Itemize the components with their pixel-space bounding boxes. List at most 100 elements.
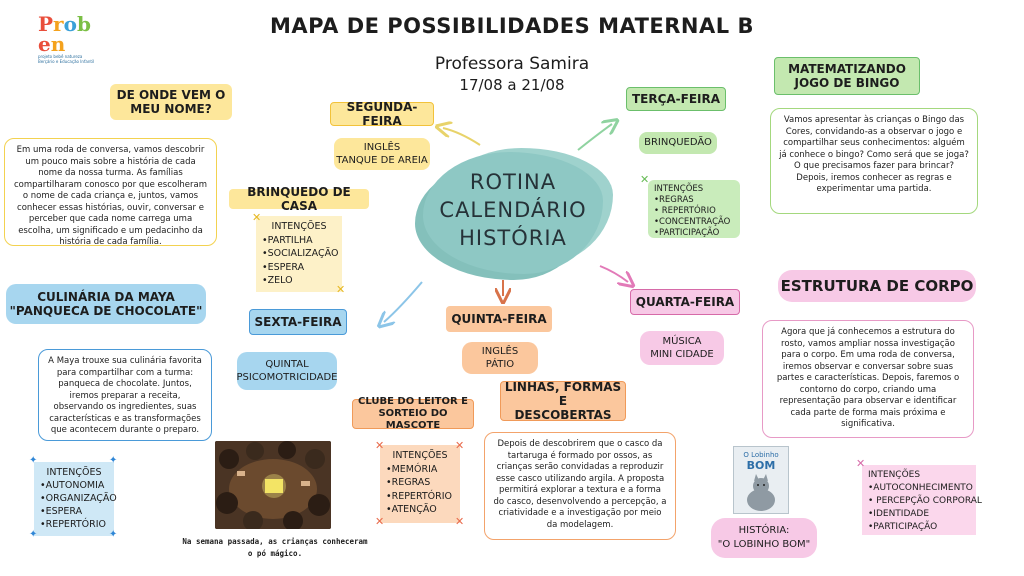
friday-activity-1: QUINTAL xyxy=(265,359,309,370)
center-blob xyxy=(423,152,603,274)
shapes-title-2: DESCOBERTAS xyxy=(514,408,612,422)
logo-letter: e xyxy=(38,32,51,56)
body-structure-title: ESTRUTURA DE CORPO xyxy=(778,270,976,302)
intent-item: •REGRAS xyxy=(654,195,694,205)
reading-club-intents: INTENÇÕES •MEMÓRIA •REGRAS •REPERTÓRIO •… xyxy=(380,445,460,523)
reading-club-title-2: SORTEIO DO MASCOTE xyxy=(378,408,448,431)
friday-activity-2: PSICOMOTRICIDADE xyxy=(236,372,338,383)
decor-x-icon: ✕ xyxy=(336,283,346,296)
arrow-to-tuesday xyxy=(577,124,612,151)
body-structure-intents: INTENÇÕES •AUTOCONHECIMENTO • PERCEPÇÃO … xyxy=(862,465,982,535)
shapes-title-1: LINHAS, FORMAS E xyxy=(504,380,622,408)
center-line-calendario: CALENDÁRIO xyxy=(439,198,587,222)
shapes-text: Depois de descobrirem que o casco da tar… xyxy=(484,432,676,540)
cooking-intent-title: INTENÇÕES xyxy=(46,467,102,478)
intent-item: •PARTICIPAÇÃO xyxy=(654,228,720,238)
name-origin-title-1: DE ONDE VEM O xyxy=(116,88,226,102)
cooking-title-2: "PANQUECA DE CHOCOLATE" xyxy=(9,304,203,318)
cooking-intents: INTENÇÕES •AUTONOMIA •ORGANIZAÇÃO •ESPER… xyxy=(34,462,117,536)
center-topics: ROTINA CALENDÁRIO HISTÓRIA xyxy=(423,168,603,252)
reading-club-title-1: CLUBE DO LEITOR E xyxy=(358,396,468,407)
bingo-text: Vamos apresentar às crianças o Bingo das… xyxy=(770,108,978,214)
story-label-1: HISTÓRIA: xyxy=(738,525,790,536)
logo-letter: r xyxy=(53,12,64,36)
reading-intent-title: INTENÇÕES xyxy=(392,450,448,461)
intent-item: •REPERTÓRIO xyxy=(40,519,107,530)
intent-item: •AUTONOMIA xyxy=(40,480,105,491)
body-structure-text: Agora que já conhecemos a estrutura do r… xyxy=(762,320,974,438)
logo-letter: n xyxy=(50,32,66,56)
decor-x-icon: ✕ xyxy=(455,515,465,528)
intent-item: •REGRAS xyxy=(386,477,431,488)
logo-letter: P xyxy=(38,12,54,36)
decor-x-icon: ✕ xyxy=(375,439,385,452)
intent-item: •ESPERA xyxy=(262,261,305,273)
intent-item: •ORGANIZAÇÃO xyxy=(40,493,117,504)
tuesday-label: TERÇA-FEIRA xyxy=(626,87,726,111)
week-dates: 17/08 a 21/08 xyxy=(459,76,565,94)
decor-x-icon: ✕ xyxy=(640,173,650,186)
tuesday-activity: BRINQUEDÃO xyxy=(639,132,717,154)
page-title: MAPA DE POSSIBILIDADES MATERNAL B xyxy=(270,14,754,38)
wednesday-activity-1: MÚSICA xyxy=(662,336,702,347)
intent-item: •ATENÇÃO xyxy=(386,504,437,515)
intent-item: •IDENTIDADE xyxy=(868,509,930,519)
logo-letter: b xyxy=(76,12,91,36)
intent-item: •PARTILHA xyxy=(262,234,313,246)
logo-tagline-2: Berçário e Educação Infantil xyxy=(38,59,95,64)
proben-logo: Prob en projeto bebê natureza Berçário e … xyxy=(38,12,98,64)
story-label: HISTÓRIA: "O LOBINHO BOM" xyxy=(711,518,817,558)
name-origin-title-2: MEU NOME? xyxy=(130,102,212,116)
intent-item: •ESPERA xyxy=(40,506,83,517)
monday-label: SEGUNDA-FEIRA xyxy=(330,100,434,128)
star-icon: ✦ xyxy=(29,455,38,466)
name-origin-text: Em uma roda de conversa, vamos descobrir… xyxy=(4,138,217,247)
children-photo xyxy=(215,441,331,529)
body-intent-title: INTENÇÕES xyxy=(868,470,921,480)
photo-caption-line-1: Na semana passada, as crianças conhecera… xyxy=(182,537,368,546)
story-label-2: "O LOBINHO BOM" xyxy=(717,539,811,550)
intent-item: • REPERTÓRIO xyxy=(654,206,716,216)
intent-item: •ZELO xyxy=(262,275,293,286)
photo-caption: Na semana passada, as crianças conhecera… xyxy=(160,536,390,560)
book-cover-title-2: BOM xyxy=(746,459,776,472)
tuesday-intents: INTENÇÕES •REGRAS • REPERTÓRIO •CONCENTR… xyxy=(648,180,740,238)
arrow-to-wednesday xyxy=(599,265,628,282)
center-line-rotina: ROTINA xyxy=(469,170,557,194)
monday-activity-2: TANQUE DE AREIA xyxy=(336,155,428,166)
decor-x-icon: ✕ xyxy=(375,515,385,528)
friday-label: SEXTA-FEIRA xyxy=(249,309,347,335)
intent-item: •CONCENTRAÇÃO xyxy=(654,217,731,227)
center-line-historia: HISTÓRIA xyxy=(459,226,567,250)
decor-x-icon: ✕ xyxy=(856,457,866,470)
bingo-title-1: MATEMATIZANDO xyxy=(788,62,906,76)
intent-item: •PARTICIPAÇÃO xyxy=(868,522,938,532)
intent-item: •MEMÓRIA xyxy=(386,463,438,475)
intent-item: • PERCEPÇÃO CORPORAL xyxy=(868,496,982,506)
home-toy-label: BRINQUEDO DE CASA xyxy=(229,185,369,213)
logo-letter: o xyxy=(63,12,77,36)
wednesday-label: QUARTA-FEIRA xyxy=(630,289,740,315)
book-cover-title-1: O Lobinho xyxy=(743,451,779,459)
arrow-to-monday xyxy=(443,128,481,146)
home-toy-intent-title: INTENÇÕES xyxy=(271,221,327,232)
logo-tagline: projeto bebê natureza xyxy=(38,54,83,59)
tuesday-intent-title: INTENÇÕES xyxy=(654,184,704,194)
thursday-label: QUINTA-FEIRA xyxy=(446,306,552,332)
intent-item: •AUTOCONHECIMENTO xyxy=(868,483,973,493)
photo-caption-line-2: o pó mágico. xyxy=(247,549,303,558)
cooking-title: CULINÁRIA DA MAYA"PANQUECA DE CHOCOLATE" xyxy=(6,284,206,324)
star-icon: ✦ xyxy=(29,529,38,540)
star-icon: ✦ xyxy=(109,529,118,540)
home-toy-intents: INTENÇÕES •PARTILHA •SOCIALIZAÇÃO •ESPER… xyxy=(256,216,342,292)
decor-x-icon: ✕ xyxy=(455,439,465,452)
wolf-illustration xyxy=(747,474,775,511)
thursday-activity-1: INGLÊS xyxy=(481,346,519,357)
star-icon: ✦ xyxy=(109,455,118,466)
